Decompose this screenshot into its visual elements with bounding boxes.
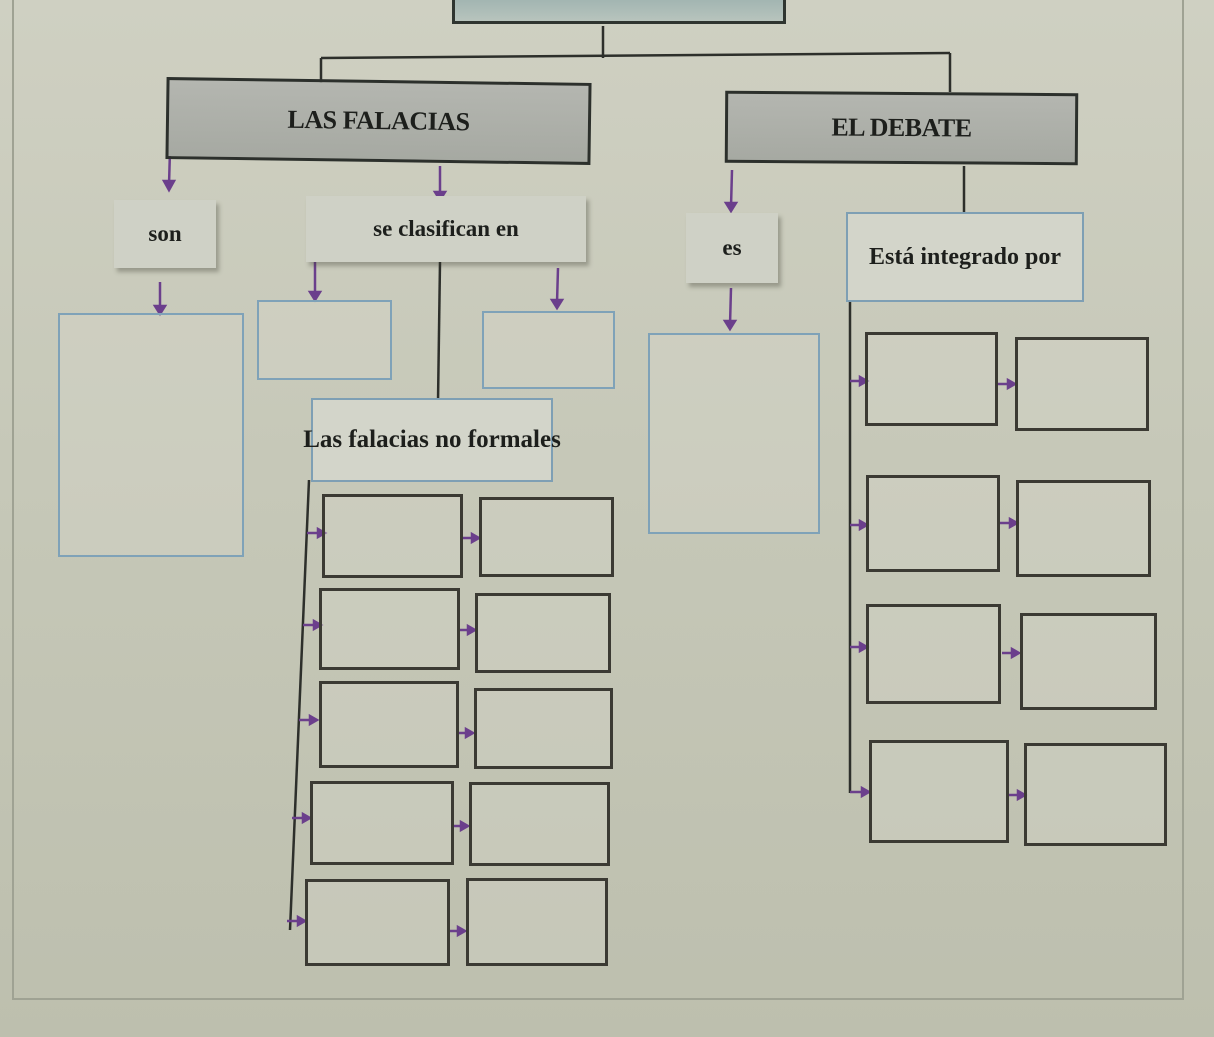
answer-box-clasificacion-2[interactable] [482,311,615,389]
answer-box-falacia-4b[interactable] [469,782,610,866]
answer-box-falacia-2a[interactable] [319,588,460,670]
connector-label-esta-integrado-por-text: Está integrado por [869,243,1061,270]
answer-box-debate-2a[interactable] [866,475,1000,572]
answer-box-falacia-1a[interactable] [322,494,463,578]
node-las-falacias: LAS FALACIAS [165,77,592,165]
answer-box-es[interactable] [648,333,820,534]
node-el-debate: EL DEBATE [724,90,1079,166]
connector-label-son: son [114,200,216,268]
connector-label-se-clasifican-en: se clasifican en [306,196,586,262]
answer-box-debate-2b[interactable] [1016,480,1151,577]
paper-border [12,0,1184,1000]
diagram-title-box [452,0,786,24]
answer-box-falacia-4a[interactable] [310,781,454,865]
node-las-falacias-label: LAS FALACIAS [287,104,470,137]
answer-box-falacia-1b[interactable] [479,497,614,577]
connector-label-es-text: es [722,235,742,260]
answer-box-debate-3b[interactable] [1020,613,1157,710]
connector-label-se-clasifican-en-text: se clasifican en [373,216,519,241]
node-falacias-no-formales: Las falacias no formales [303,398,561,482]
node-el-debate-label: EL DEBATE [831,112,972,143]
answer-box-falacia-5a[interactable] [305,879,450,966]
answer-box-falacia-3b[interactable] [474,688,613,769]
connector-label-son-text: son [148,221,182,246]
answer-box-falacia-5b[interactable] [466,878,608,966]
answer-box-falacia-2b[interactable] [475,593,611,673]
answer-box-debate-1b[interactable] [1015,337,1149,431]
answer-box-debate-3a[interactable] [866,604,1001,704]
node-falacias-no-formales-label: Las falacias no formales [303,426,561,453]
answer-box-debate-4b[interactable] [1024,743,1167,846]
connector-label-es: es [686,213,778,283]
connector-label-esta-integrado-por: Está integrado por [846,212,1084,302]
answer-box-debate-1a[interactable] [865,332,998,426]
answer-box-clasificacion-1[interactable] [257,300,392,380]
answer-box-debate-4a[interactable] [869,740,1009,843]
purple-arrows [152,149,1028,938]
answer-box-son[interactable] [58,313,244,557]
answer-box-falacia-3a[interactable] [319,681,459,768]
